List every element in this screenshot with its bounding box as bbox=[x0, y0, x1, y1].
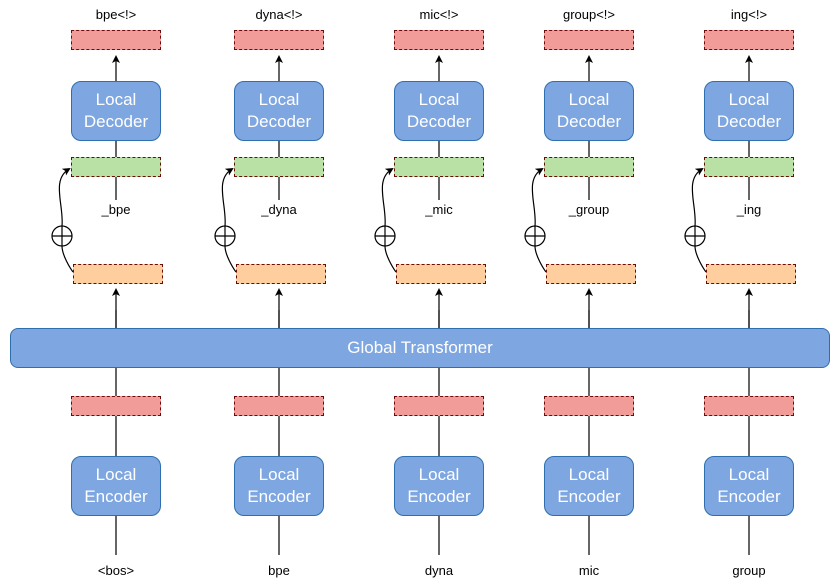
residual-curve-lower bbox=[61, 245, 74, 273]
global-output-patch bbox=[73, 264, 163, 284]
input-token-label: bpe bbox=[268, 563, 290, 578]
output-token-label: ing<!> bbox=[730, 7, 768, 22]
decoder-label-line2: Decoder bbox=[83, 112, 149, 131]
encoder-output-patch bbox=[544, 396, 634, 416]
encoder-output-patch bbox=[394, 396, 484, 416]
residual-arrow-upper bbox=[58, 167, 71, 227]
patch-token-label: _mic bbox=[425, 202, 453, 217]
residual-curve-lower bbox=[384, 245, 397, 273]
decoder-input-patch bbox=[394, 157, 484, 177]
residual-arrow-upper bbox=[531, 167, 544, 227]
encoder-label-line2: Encoder bbox=[84, 487, 148, 506]
output-patch bbox=[234, 30, 324, 50]
decoder-label-line2: Decoder bbox=[556, 112, 622, 131]
output-patch bbox=[704, 30, 794, 50]
encoder-label-line1: Local bbox=[95, 465, 137, 484]
encoder-output-patch bbox=[704, 396, 794, 416]
patch-token-label: _bpe bbox=[101, 202, 131, 217]
encoder-label-line1: Local bbox=[568, 465, 610, 484]
output-token-label: mic<!> bbox=[419, 7, 459, 22]
circle-plus-icon bbox=[684, 225, 706, 247]
input-token-label: mic bbox=[578, 563, 600, 578]
circle-plus-icon bbox=[214, 225, 236, 247]
global-output-patch bbox=[546, 264, 636, 284]
output-token-label: group<!> bbox=[562, 7, 616, 22]
decoder-label-line2: Decoder bbox=[406, 112, 472, 131]
decoder-input-patch bbox=[71, 157, 161, 177]
residual-arrow-upper bbox=[381, 167, 394, 227]
residual-arrow-upper bbox=[691, 167, 704, 227]
global-output-patch bbox=[706, 264, 796, 284]
decoder-label-line1: Local bbox=[568, 90, 610, 109]
circle-plus-icon bbox=[51, 225, 73, 247]
encoder-label-line2: Encoder bbox=[247, 487, 311, 506]
encoder-label-line1: Local bbox=[728, 465, 770, 484]
patch-token-label: _dyna bbox=[261, 202, 297, 217]
decoder-label-line1: Local bbox=[728, 90, 770, 109]
input-token-label: dyna bbox=[424, 563, 454, 578]
patch-token-label: _group bbox=[568, 202, 610, 217]
decoder-input-patch bbox=[704, 157, 794, 177]
output-patch bbox=[544, 30, 634, 50]
encoder-label-line1: Local bbox=[258, 465, 300, 484]
input-token-label: group bbox=[732, 563, 766, 578]
residual-curve-lower bbox=[694, 245, 707, 273]
circle-plus-icon bbox=[524, 225, 546, 247]
global-transformer-block: Global Transformer bbox=[10, 328, 830, 368]
decoder-label-line1: Local bbox=[95, 90, 137, 109]
decoder-label-line2: Decoder bbox=[246, 112, 312, 131]
encoder-output-patch bbox=[234, 396, 324, 416]
residual-curve-lower bbox=[534, 245, 547, 273]
output-patch bbox=[71, 30, 161, 50]
encoder-label-line2: Encoder bbox=[557, 487, 621, 506]
decoder-input-patch bbox=[234, 157, 324, 177]
encoder-label-line1: Local bbox=[418, 465, 460, 484]
decoder-input-patch bbox=[544, 157, 634, 177]
encoder-label-line2: Encoder bbox=[717, 487, 781, 506]
circle-plus-icon bbox=[374, 225, 396, 247]
input-token-label: <bos> bbox=[97, 563, 135, 578]
decoder-label-line1: Local bbox=[418, 90, 460, 109]
encoder-label-line2: Encoder bbox=[407, 487, 471, 506]
global-transformer-label: Global Transformer bbox=[347, 338, 493, 357]
global-output-patch bbox=[396, 264, 486, 284]
global-output-patch bbox=[236, 264, 326, 284]
output-token-label: bpe<!> bbox=[95, 7, 137, 22]
output-token-label: dyna<!> bbox=[255, 7, 303, 22]
residual-arrow-upper bbox=[221, 167, 234, 227]
residual-curve-lower bbox=[224, 245, 237, 273]
encoder-output-patch bbox=[71, 396, 161, 416]
patch-token-label: _ing bbox=[736, 202, 762, 217]
decoder-label-line1: Local bbox=[258, 90, 300, 109]
output-patch bbox=[394, 30, 484, 50]
decoder-label-line2: Decoder bbox=[716, 112, 782, 131]
